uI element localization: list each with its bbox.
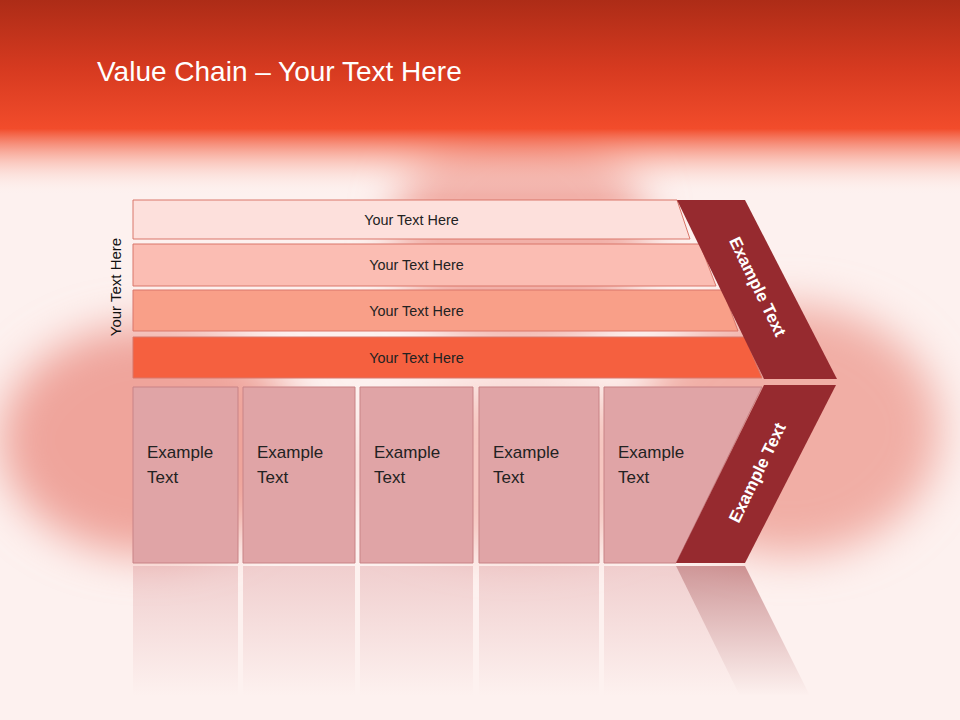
node-shape xyxy=(133,244,716,286)
node-shape xyxy=(479,387,599,563)
activity-box: Example Text xyxy=(243,387,355,563)
node-shape xyxy=(133,387,238,563)
support-band: Your Text Here xyxy=(133,200,693,240)
margin-chevron: Example Text xyxy=(677,200,839,380)
axis-label: Your Text Here xyxy=(107,238,124,336)
header-bar xyxy=(0,0,960,195)
node-shape xyxy=(677,200,837,379)
activity-box: Example Text xyxy=(479,387,599,563)
node-shape xyxy=(243,387,355,563)
node-text: Example Text xyxy=(147,440,225,490)
support-band: Your Text Here xyxy=(133,337,764,378)
node-text: Your Text Here xyxy=(133,290,700,331)
node-text: Example Text xyxy=(374,440,452,490)
activity-box: Example Text xyxy=(360,387,473,563)
node-text: Example Text xyxy=(493,440,571,490)
node-text: Your Text Here xyxy=(133,244,700,286)
node-shape xyxy=(360,387,473,563)
node-shape xyxy=(133,337,762,378)
slide-title: Value Chain – Your Text Here xyxy=(97,56,462,88)
node-shape xyxy=(133,200,690,239)
node-text: Example Text xyxy=(257,440,335,490)
support-band: Your Text Here xyxy=(133,244,718,286)
support-band: Your Text Here xyxy=(133,290,740,331)
node-shape xyxy=(133,290,738,331)
node-text: Your Text Here xyxy=(133,337,700,378)
activity-box: Example Text xyxy=(133,387,238,563)
node-text: Example Text xyxy=(618,440,696,490)
reflection xyxy=(133,566,810,696)
node-text: Your Text Here xyxy=(133,200,690,240)
margin-chevron: Example Text xyxy=(676,385,838,563)
node-shape xyxy=(676,385,836,563)
